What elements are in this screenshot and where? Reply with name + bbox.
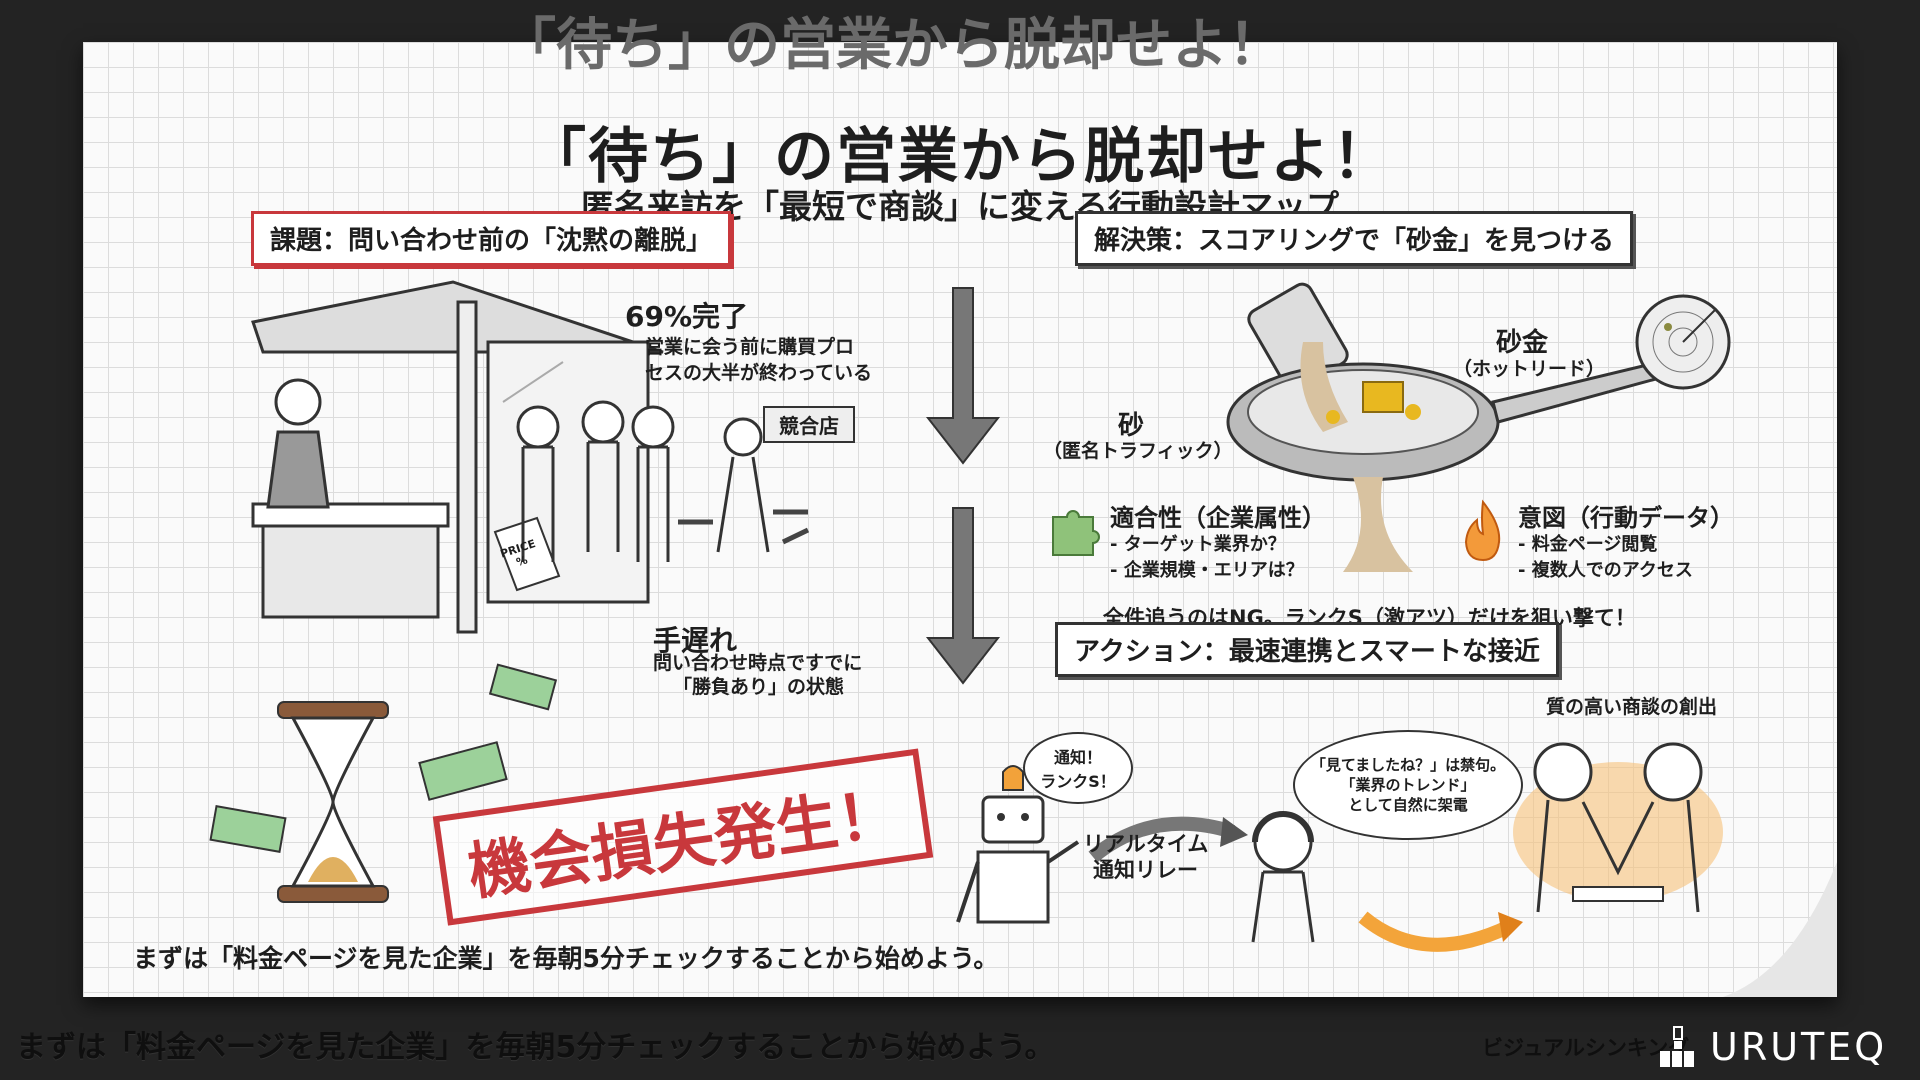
logo-mark-icon <box>1660 1026 1694 1067</box>
operator-speech-bubble: 「見てましたね？」は禁句。 「業界のトレンド」 として自然に架電 <box>1293 730 1523 840</box>
intent-item: - 料金ページ閲覧 <box>1518 534 1658 555</box>
gold-sublabel: （ホットリード） <box>1453 358 1606 380</box>
stat-line-1: 営業に会う前に購買プロ <box>645 336 855 358</box>
stat-title: 69%完了 <box>625 300 749 333</box>
relay-label-2: 通知リレー <box>1093 858 1198 882</box>
late-line-1: 問い合わせ時点ですでに <box>653 652 863 674</box>
slide-title: 「待ち」の営業から脱却せよ！ <box>526 122 1394 192</box>
problem-header: 課題：問い合わせ前の「沈黙の離脱」 <box>251 211 732 266</box>
robot-bubble-line: ランクS！ <box>1040 772 1116 791</box>
gold-pan-illustration <box>1226 282 1677 572</box>
robot-illustration <box>956 765 1080 924</box>
puzzle-icon <box>1052 510 1100 556</box>
uruteq-logo: URUTEQ <box>1660 1025 1887 1069</box>
solution-header: 解決策：スコアリングで「砂金」を見つける <box>1075 211 1634 266</box>
call-bubble-line: 「見てましたね？」は禁句。 <box>1310 755 1506 774</box>
down-arrow-icon <box>925 287 1001 685</box>
robot-bubble-line: 通知！ <box>1053 748 1102 767</box>
relay-arrow-icon <box>1088 816 1523 952</box>
caption-text: まずは「料金ページを見た企業」を毎朝5分チェックすることから始めよう。 <box>16 1030 1055 1065</box>
late-line-2: 「勝負あり」の状態 <box>673 676 845 698</box>
flying-money-icon <box>209 663 558 853</box>
operator-illustration <box>1251 811 1315 943</box>
radar-icon <box>1635 294 1731 390</box>
action-header: アクション：最速連携とスマートな接近 <box>1055 622 1559 677</box>
handshake-illustration <box>1513 742 1723 913</box>
relay-label-1: リアルタイム <box>1083 832 1209 856</box>
result-label: 質の高い商談の創出 <box>1546 696 1718 718</box>
fire-icon <box>1464 499 1501 562</box>
fit-title: 適合性（企業属性） <box>1110 504 1326 532</box>
brand-tagline: ビジュアルシンキング <box>1482 1036 1690 1060</box>
store-illustration <box>251 280 664 634</box>
intent-title: 意図（行動データ） <box>1518 504 1734 532</box>
call-bubble-line: 「業界のトレンド」 <box>1340 775 1476 794</box>
sand-label: 砂 <box>1118 411 1145 441</box>
intent-item: - 複数人でのアクセス <box>1518 560 1693 581</box>
competitor-sign: 競合店 <box>763 406 855 443</box>
gold-label: 砂金 <box>1496 328 1549 358</box>
background-title-ghost: 「待ち」の営業から脱却せよ！ <box>500 13 1284 78</box>
hourglass-icon <box>277 701 389 903</box>
sand-sublabel: （匿名トラフィック） <box>1043 440 1233 462</box>
call-bubble-line: として自然に架電 <box>1348 796 1468 815</box>
page-curl <box>1723 862 1837 997</box>
fit-item: - 企業規模・エリアは？ <box>1110 560 1304 581</box>
fit-item: - ターゲット業界か？ <box>1110 534 1286 555</box>
robot-speech-bubble: 通知！ ランクS！ <box>1023 732 1133 804</box>
late-title: 手遅れ <box>653 624 738 657</box>
stat-line-2: セスの大半が終わっている <box>645 362 873 384</box>
customers-illustration <box>516 400 810 562</box>
logo-text: URUTEQ <box>1710 1025 1888 1069</box>
footer-note: まずは「料金ページを見た企業」を毎朝5分チェックすることから始めよう。 <box>133 944 999 973</box>
slide: 「待ち」の営業から脱却せよ！ 匿名来訪を「最短で商談」に変える行動設計マップ 課… <box>83 42 1837 997</box>
